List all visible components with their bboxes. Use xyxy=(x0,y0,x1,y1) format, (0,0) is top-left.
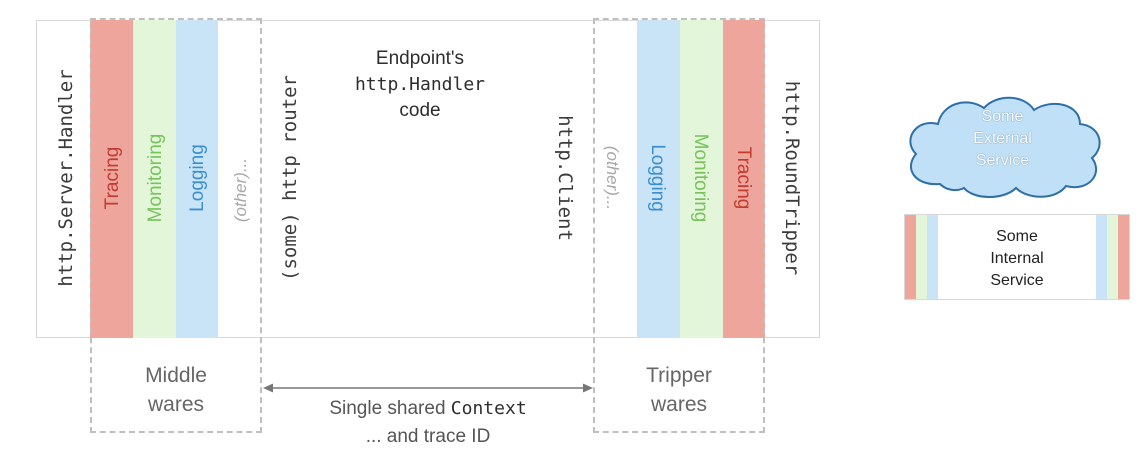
middleware-monitoring-band xyxy=(133,20,176,338)
tripper-logging-band xyxy=(637,20,680,338)
internal-logging-strip-left xyxy=(927,215,938,299)
trippers-line1: Tripper xyxy=(646,364,712,387)
endpoint-line2: http.Handler xyxy=(354,74,486,95)
middlewares-group-box xyxy=(90,18,262,433)
external-service-label: Some External Service xyxy=(915,106,1090,172)
middleware-logging-band xyxy=(176,20,218,338)
internal-logging-strip-right xyxy=(1096,215,1107,299)
trippers-group-box xyxy=(593,18,765,433)
context-arrow xyxy=(263,383,593,393)
router-label: (some) http router xyxy=(279,75,301,281)
internal-tracing-strip-right xyxy=(1118,215,1129,299)
internal-line1: Some xyxy=(996,228,1038,245)
roundtripper-label: http.RoundTripper xyxy=(781,80,803,276)
context-code: Context xyxy=(450,398,527,419)
context-line2: ... and trace ID xyxy=(365,426,491,447)
internal-service-box xyxy=(904,214,1130,300)
context-label: Single shared Context ... and trace ID xyxy=(262,395,594,451)
internal-tracing-strip-left xyxy=(905,215,916,299)
server-handler-label: http.Server.Handler xyxy=(55,69,77,287)
middleware-monitoring-label: Monitoring xyxy=(145,133,166,223)
endpoint-label: Endpoint's http.Handler code xyxy=(330,46,510,124)
external-line2: External xyxy=(973,130,1032,147)
trippers-group-label: Tripper wares xyxy=(593,361,765,419)
tripper-monitoring-band xyxy=(680,20,723,338)
tripper-tracing-label: Tracing xyxy=(733,146,754,210)
tripper-logging-label: Logging xyxy=(647,144,668,212)
context-prefix: Single shared xyxy=(329,398,451,419)
internal-service-label: Some Internal Service xyxy=(930,226,1104,292)
middlewares-line2: wares xyxy=(147,393,205,416)
trippers-line2: wares xyxy=(650,393,708,416)
tripper-monitoring-label: Monitoring xyxy=(690,133,711,223)
external-service-cloud xyxy=(909,96,1101,198)
endpoint-line1: Endpoint's xyxy=(375,48,465,69)
middleware-tracing-band xyxy=(90,20,133,338)
endpoint-line3: code xyxy=(399,100,441,121)
tripper-tracing-band xyxy=(723,20,765,338)
middleware-tracing-label: Tracing xyxy=(102,146,123,210)
middlewares-line1: Middle xyxy=(145,364,207,387)
middlewares-group-label: Middle wares xyxy=(90,361,262,419)
middleware-other-label: (other)... xyxy=(231,157,250,223)
middleware-logging-label: Logging xyxy=(187,144,208,212)
tripper-other-label: (other)... xyxy=(603,145,622,211)
internal-line2: Internal xyxy=(990,250,1044,267)
internal-line3: Service xyxy=(990,272,1044,289)
external-line3: Service xyxy=(975,152,1030,169)
client-label: http.Client xyxy=(554,115,576,241)
external-line1: Some xyxy=(981,108,1024,125)
internal-monitoring-strip-right xyxy=(1107,215,1118,299)
internal-monitoring-strip-left xyxy=(916,215,927,299)
